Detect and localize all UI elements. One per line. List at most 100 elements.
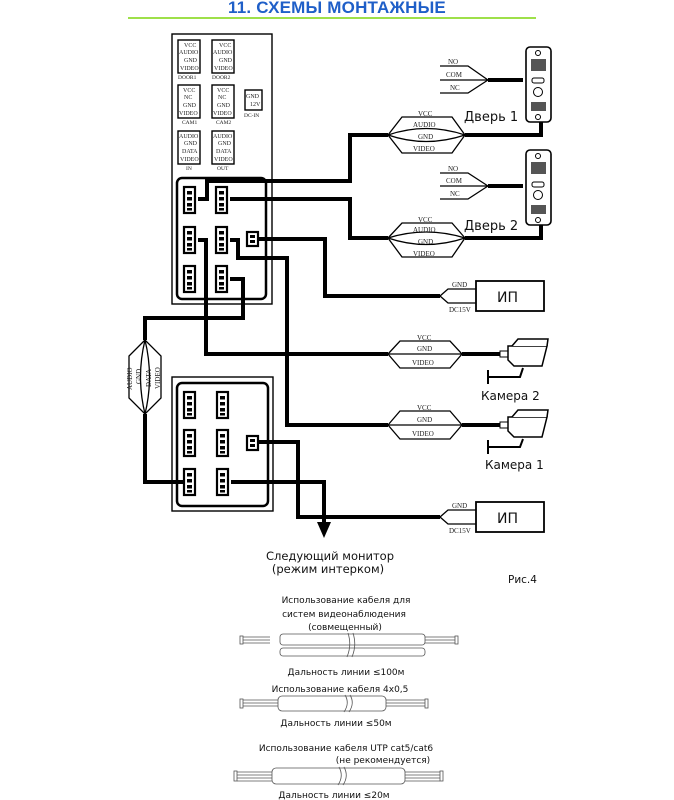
pin-label: AUDIO: [213, 50, 233, 56]
wire-label: VIDEO: [413, 250, 435, 258]
cable-bundle-intercom: AUDIO GND DATA VIDEO: [126, 339, 162, 415]
wire-intercom-end: [143, 414, 185, 484]
note-range: Дальность линии ≤20м: [278, 791, 389, 800]
wire-label: GND: [135, 369, 143, 384]
door1-label: Дверь 1: [464, 110, 518, 125]
door2-call-panel-icon: [525, 149, 552, 226]
pin-label: GND: [219, 58, 233, 64]
connector-cam1: [182, 225, 197, 255]
cable-note-utp: Использование кабеля UTP cat5/cat6 (не р…: [233, 744, 444, 800]
terminal-cam1: VCC NC GND VIDEO CAM1: [177, 84, 201, 126]
wire-label: AUDIO: [413, 226, 436, 234]
relay-label: COM: [446, 177, 463, 185]
wire-next-monitor: [231, 480, 326, 525]
connector-door1: [182, 185, 197, 215]
wire-label: VIDEO: [412, 359, 434, 367]
cable-bundle-door1: VCC AUDIO GND VIDEO: [387, 110, 466, 154]
power-supply-2: ИП GND DC15V: [439, 501, 545, 535]
terminal-label: IN: [186, 166, 192, 172]
note-title: Использование кабеля UTP cat5/cat6: [259, 744, 434, 754]
note-title: систем видеонаблюдения: [282, 610, 406, 620]
wire-label: GND: [452, 281, 467, 289]
connector-dc-in: [245, 230, 260, 248]
pin-label: VCC: [217, 88, 229, 94]
relay-label: NO: [448, 165, 458, 173]
wire-label: GND: [452, 502, 467, 510]
terminal-label: CAM2: [216, 120, 232, 126]
wire-label: GND: [418, 238, 433, 246]
terminal-door2: VCC AUDIO GND VIDEO DOOR2: [211, 39, 235, 81]
terminal-label: CAM1: [182, 120, 198, 126]
pin-label: VIDEO: [179, 111, 198, 117]
psu-label: ИП: [497, 290, 518, 306]
pin-label: GND: [183, 103, 197, 109]
note-title: (не рекомендуется): [336, 756, 430, 766]
pin-label: NC: [184, 95, 192, 101]
wire-label: VCC: [417, 404, 432, 412]
wire-label: AUDIO: [413, 121, 436, 129]
terminal-cam2: VCC NC GND VIDEO CAM2: [211, 84, 235, 126]
camera1-label: Камера 1: [485, 458, 544, 472]
terminal-door1: VCC AUDIO GND VIDEO DOOR1: [177, 39, 201, 81]
pin-label: NC: [218, 95, 226, 101]
cable-bundle-camera2: VCC GND VIDEO: [387, 334, 463, 369]
note-range: Дальность линии ≤100м: [288, 668, 405, 678]
connector: [215, 390, 230, 420]
note-title: (совмещенный): [308, 623, 382, 633]
cable-illustration: [239, 632, 459, 658]
camera1-icon: [487, 409, 549, 454]
connector-cam2: [214, 225, 229, 255]
wire-psu2: [258, 440, 440, 519]
cable-bundle-door2: VCC AUDIO GND VIDEO: [387, 216, 466, 258]
connector: [182, 390, 197, 420]
title-underline: [128, 17, 536, 19]
figure-label: Рис.4: [508, 574, 537, 586]
pin-label: AUDIO: [179, 134, 199, 140]
connector-out: [215, 467, 230, 497]
terminal-label: DC-IN: [244, 113, 259, 119]
note-title: Использование кабеля 4х0,5: [272, 685, 409, 695]
terminal-label: DOOR1: [178, 75, 197, 81]
pin-label: VCC: [184, 43, 196, 49]
relay-label: NO: [448, 58, 458, 66]
wire-door1: [198, 133, 388, 201]
connector: [182, 428, 197, 458]
wires: [143, 122, 543, 538]
cable-bundle-camera1: VCC GND VIDEO: [387, 404, 463, 440]
pin-label: VCC: [183, 88, 195, 94]
wire-label: VIDEO: [154, 367, 162, 389]
wire-label: AUDIO: [126, 367, 134, 390]
wire-door1-end: [465, 122, 543, 137]
camera2-label: Камера 2: [481, 389, 540, 403]
cable-illustration: [239, 694, 429, 713]
wire-label: GND: [417, 345, 432, 353]
note-range: Дальность линии ≤50м: [280, 719, 391, 729]
door2-label: Дверь 2: [464, 219, 518, 234]
psu-label: ИП: [497, 511, 518, 527]
pin-label: GND: [246, 94, 260, 100]
wire-door2: [230, 197, 388, 240]
relay-label: NC: [450, 190, 460, 198]
wire-label: GND: [417, 416, 432, 424]
cable-illustration: [233, 766, 444, 786]
camera2-icon: [487, 338, 549, 384]
main-monitor-panel: VCC AUDIO GND VIDEO DOOR1 VCC AUDIO GND …: [171, 33, 273, 305]
wire-intercom: [143, 277, 245, 340]
wire-label: VIDEO: [412, 430, 434, 438]
arrow-down-icon: [317, 522, 331, 538]
terminal-label: DOOR2: [212, 75, 231, 81]
wire-label: DC15V: [449, 527, 471, 535]
wire-door2-end: [465, 222, 543, 240]
connector-out: [214, 264, 229, 294]
terminal-label: OUT: [217, 166, 229, 172]
connector-in: [182, 467, 197, 497]
wire-cam-b: [230, 238, 388, 427]
connector: [215, 428, 230, 458]
next-monitor-mode: (режим интерком): [272, 562, 384, 576]
connector-in: [182, 264, 197, 294]
relay-label: NC: [450, 84, 460, 92]
pin-label: VIDEO: [214, 66, 233, 72]
wire-label: DATA: [145, 369, 153, 387]
pin-label: DATA: [182, 149, 198, 155]
